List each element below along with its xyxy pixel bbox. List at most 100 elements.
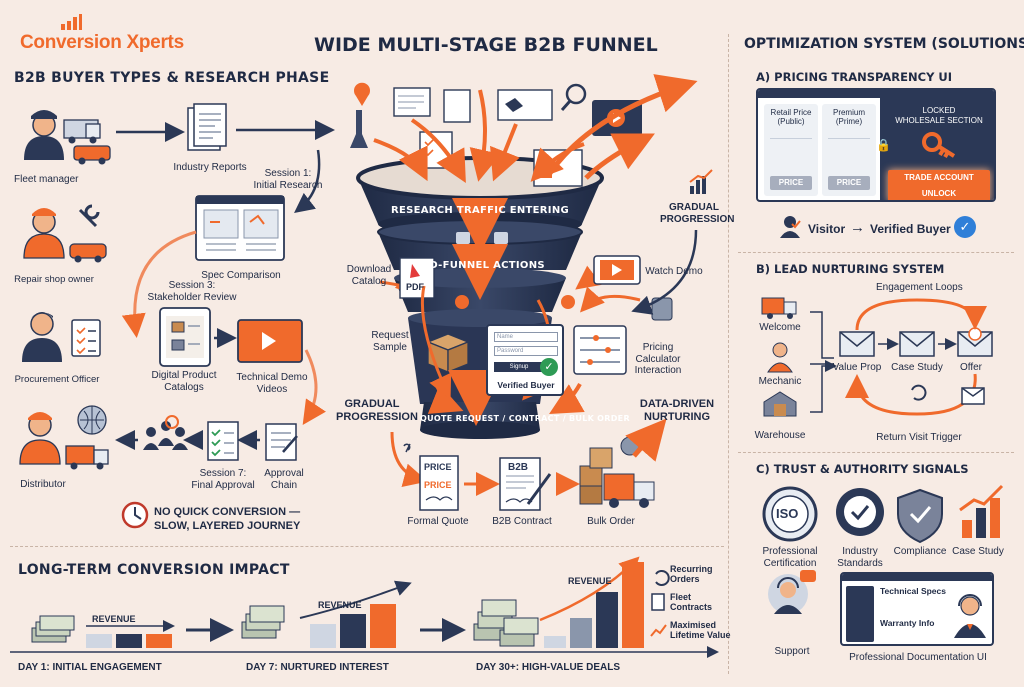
warehouse-icon: [763, 391, 797, 417]
price-tag-2: PRICE: [424, 480, 452, 490]
price-tag-1: PRICE: [424, 462, 452, 472]
locked-wholesale-section: LOCKED WHOLESALE SECTION TRADE ACCOUNT U…: [880, 98, 994, 200]
session3-label: Session 3: Stakeholder Review: [147, 280, 237, 303]
request-sample-label: Request Sample: [371, 330, 409, 353]
journey-diagram: [19, 74, 713, 529]
buyer-label-repair: Repair shop owner: [14, 274, 94, 285]
funnel-ring-quote: QUOTE REQUEST / CONTRACT / BULK ORDER: [420, 414, 630, 423]
source-warehouse: Warehouse: [754, 430, 806, 441]
formal-quote-icon: [419, 455, 459, 511]
agent-icon: [954, 594, 986, 638]
procurement-officer-icon: [22, 312, 101, 362]
support-agent-icon: [768, 570, 816, 614]
case-study-chart-icon: [959, 484, 1004, 538]
data-driven-nurturing: DATA-DRIVEN NURTURING: [639, 398, 715, 423]
buyer-label-fleet: Fleet manager: [14, 174, 79, 185]
clock-icon: [121, 501, 149, 529]
impact-title: LONG-TERM CONVERSION IMPACT: [18, 562, 290, 578]
pricing-window: Retail Price (Public) PRICE Premium (Pri…: [756, 88, 996, 202]
trust-label-compliance: Compliance: [893, 546, 947, 557]
watch-demo-icon: [593, 255, 641, 285]
tech-demo-label: Technical Demo Videos: [236, 372, 308, 395]
verified-buyer-label: Verified Buyer: [497, 380, 555, 390]
incoming-content: [350, 74, 698, 187]
visitor-icon: [778, 214, 802, 238]
premium-price-card: Premium (Prime) PRICE: [822, 104, 876, 196]
fleet-manager-icon: [24, 110, 111, 165]
page-title: WIDE MULTI-STAGE B2B FUNNEL: [314, 34, 658, 56]
growth-chart-icon: [689, 169, 713, 194]
return-visit-trigger: Return Visit Trigger: [876, 432, 962, 443]
day1-label: DAY 1: INITIAL ENGAGEMENT: [18, 662, 162, 673]
formal-quote-label: Formal Quote: [407, 516, 469, 527]
spec-comparison-icon: [195, 195, 285, 261]
benefit-fleet: Fleet Contracts: [670, 592, 713, 613]
benefit-lifetime: Maximised Lifetime Value: [670, 620, 731, 641]
doc-warranty-label: Warranty Info: [880, 618, 935, 628]
bar-chart-logo-icon: [61, 14, 82, 30]
signup-button[interactable]: Signup: [494, 362, 544, 372]
gradual-progression-right: GRADUAL PROGRESSION: [660, 202, 735, 225]
bulk-order-icon: [579, 418, 667, 508]
benefit-recurring: Recurring Orders: [670, 564, 713, 585]
retail-lines: [770, 138, 812, 164]
signup-form[interactable]: Name Password Signup ✓ Verified Buyer: [486, 324, 564, 396]
lifetime-value-icon: [650, 624, 667, 637]
doc-specs-label: Technical Specs: [880, 586, 946, 596]
impact-divider: [10, 546, 724, 547]
nurturing-title: B) LEAD NURTURING SYSTEM: [756, 262, 945, 276]
engagement-loops-label: Engagement Loops: [876, 282, 963, 293]
pricing-title: A) PRICING TRANSPARENCY UI: [756, 70, 953, 84]
sample-box-icon: [426, 333, 470, 373]
pricing-calculator-icon: [573, 325, 627, 375]
documentation-window: Technical Specs Warranty Info: [840, 572, 994, 646]
approval-chain-label: Approval Chain: [264, 468, 304, 491]
offer-envelope-icon: [957, 327, 993, 357]
visitor-label: Visitor: [808, 222, 846, 236]
compliance-shield-icon: [897, 488, 943, 544]
b2b-doc-label: B2B: [508, 462, 529, 473]
day7-bars: [299, 580, 412, 648]
distributor-icon: [19, 405, 109, 470]
mail-icon: [961, 387, 985, 405]
industry-reports-icon: [187, 103, 227, 151]
value-prop-envelope-icon: [839, 331, 875, 357]
day7-label: DAY 7: NURTURED INTEREST: [246, 662, 389, 673]
case-study-envelope-icon: [899, 331, 935, 357]
premium-price-button[interactable]: PRICE: [828, 176, 870, 190]
email-case-study: Case Study: [891, 362, 943, 373]
buyer-label-procurement: Procurement Officer: [14, 374, 100, 385]
funnel-ring-mid: MID-FUNNEL ACTIONS: [415, 260, 545, 271]
day30-bars: [539, 556, 644, 648]
verified-badge-icon: ✓: [954, 216, 976, 238]
no-quick-conversion: NO QUICK CONVERSION — SLOW, LAYERED JOUR…: [154, 506, 301, 532]
nurturing-diagram: [761, 297, 993, 417]
retail-price-button[interactable]: PRICE: [770, 176, 812, 190]
email-offer: Offer: [959, 362, 983, 373]
check-badge-icon: ✓: [540, 358, 558, 376]
spec-comparison-label: Spec Comparison: [201, 270, 281, 281]
lock-icon: 🔒: [876, 138, 891, 152]
locked-label: LOCKED WHOLESALE SECTION: [895, 106, 983, 125]
premium-price-label: Premium (Prime): [832, 108, 865, 127]
b2b-contract-icon: [499, 457, 552, 511]
divider-b: [738, 452, 1014, 453]
mechanic-icon: [767, 342, 793, 373]
email-value-prop: Value Prop: [832, 362, 882, 373]
day30-label: DAY 30+: HIGH-VALUE DEALS: [476, 662, 621, 673]
revenue-label-day7: REVENUE: [318, 600, 362, 610]
name-input[interactable]: Name: [494, 332, 558, 342]
trade-account-unlock-button[interactable]: TRADE ACCOUNT UNLOCK: [888, 170, 990, 200]
revenue-label-day1: REVENUE: [92, 614, 136, 624]
pdf-icon: [399, 257, 435, 299]
password-input[interactable]: Password: [494, 346, 558, 356]
logo: Conversion Xperts: [14, 14, 214, 56]
doc-caption: Professional Documentation UI: [849, 652, 987, 663]
refresh-icon: [911, 384, 927, 401]
stakeholder-group-icon: [143, 415, 188, 450]
retail-price-label: Retail Price (Public): [770, 108, 812, 127]
b2b-contract-label: B2B Contract: [492, 516, 552, 527]
source-mechanic: Mechanic: [758, 376, 802, 387]
trust-title: C) TRUST & AUTHORITY SIGNALS: [756, 462, 969, 476]
day7-cash-icon: [241, 605, 285, 639]
